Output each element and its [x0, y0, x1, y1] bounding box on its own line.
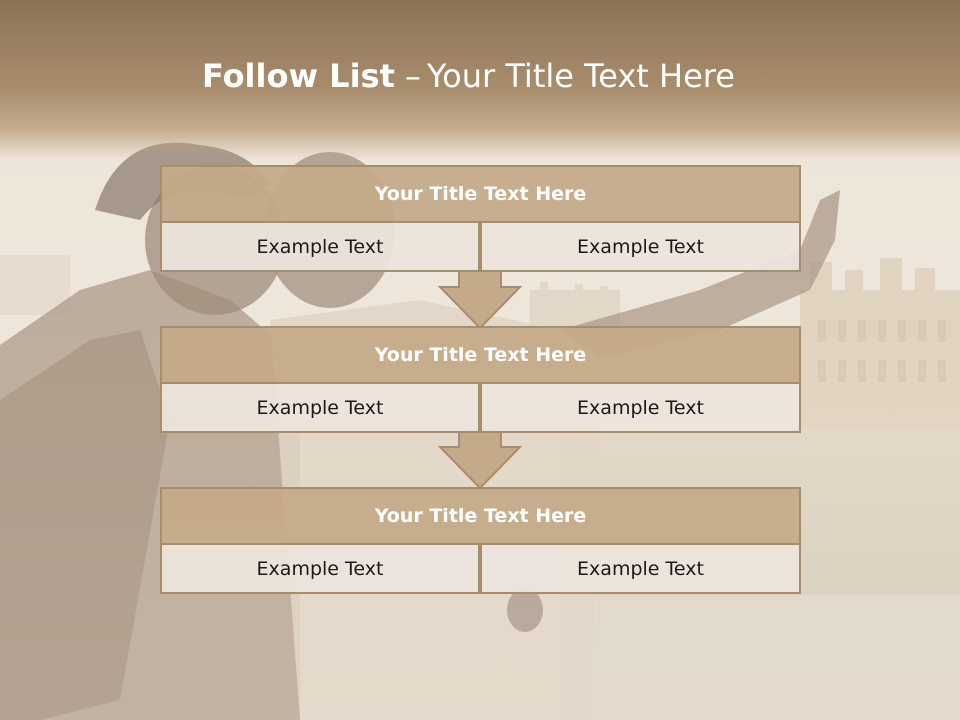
title-band: [0, 0, 960, 160]
step-title: Your Title Text Here: [160, 326, 801, 384]
slide-title: Follow List–Your Title Text Here: [202, 54, 735, 98]
title-rest: Your Title Text Here: [426, 57, 735, 95]
step-cell-left: Example Text: [160, 221, 480, 272]
step-2: Your Title Text Here Example Text Exampl…: [160, 326, 801, 433]
step-cell-left: Example Text: [160, 382, 480, 433]
step-cell-right: Example Text: [480, 221, 801, 272]
step-title: Your Title Text Here: [160, 487, 801, 545]
step-cell-left: Example Text: [160, 543, 480, 594]
step-1: Your Title Text Here Example Text Exampl…: [160, 165, 801, 272]
title-separator: –: [404, 57, 421, 95]
step-cell-right: Example Text: [480, 543, 801, 594]
step-cell-right: Example Text: [480, 382, 801, 433]
title-bold: Follow List: [202, 57, 395, 95]
down-arrow-icon: [438, 430, 522, 490]
step-title: Your Title Text Here: [160, 165, 801, 223]
down-arrow-icon: [438, 270, 522, 330]
step-3: Your Title Text Here Example Text Exampl…: [160, 487, 801, 594]
